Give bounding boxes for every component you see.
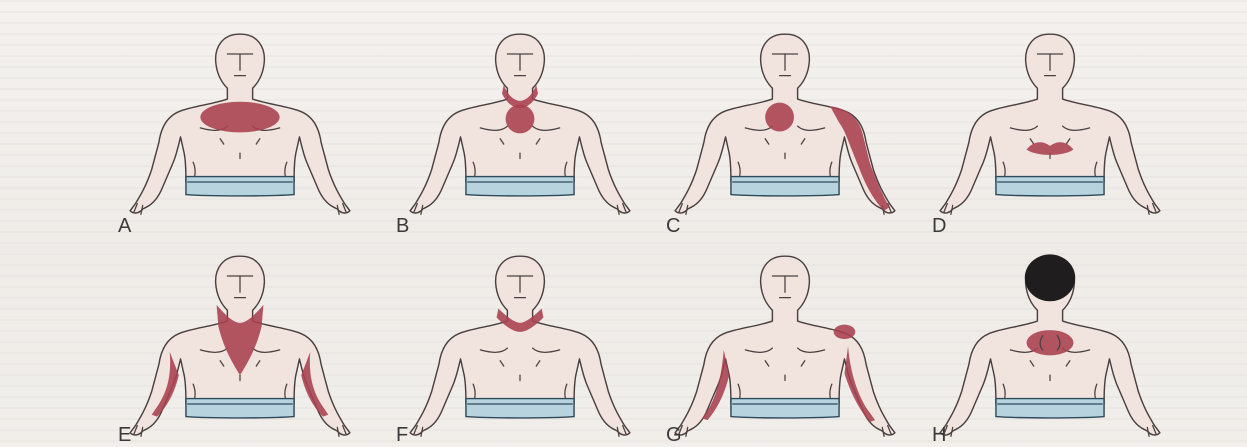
head-back-hair [1025, 254, 1075, 301]
panel-e [110, 240, 370, 440]
pain-region-chest-center [506, 104, 535, 133]
body-diagram [110, 18, 370, 218]
pain-region-chest-center [765, 103, 794, 132]
pain-region-left-shoulder [834, 325, 856, 339]
panel-label-a: A [118, 215, 132, 238]
panel-b [390, 18, 650, 218]
panel-h [920, 240, 1180, 440]
panel-d [920, 18, 1180, 218]
panel-g [655, 240, 915, 440]
panel-label-d: D [932, 215, 947, 238]
body-diagram [655, 18, 915, 218]
body-diagram [390, 18, 650, 218]
body-diagram [390, 240, 650, 440]
pain-region-chest-broad [200, 102, 279, 133]
panel-c [655, 18, 915, 218]
body-diagram [655, 240, 915, 440]
body-diagram [110, 240, 370, 440]
panel-f [390, 240, 650, 440]
body-diagram [920, 18, 1180, 218]
pain-region-interscapular [1027, 330, 1074, 355]
body-diagram-back [920, 240, 1180, 440]
panel-label-c: C [666, 215, 681, 238]
panel-label-b: B [396, 215, 410, 238]
panel-a [110, 18, 370, 218]
